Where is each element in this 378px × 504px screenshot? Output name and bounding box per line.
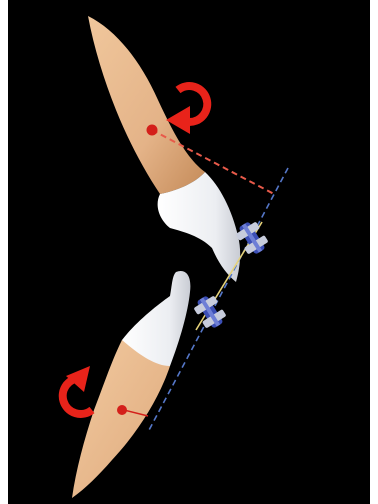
lower-bracket-icon (191, 292, 228, 332)
upper-tooth (88, 16, 240, 282)
upper-rotation-arrow-icon (166, 86, 207, 134)
lower-rotation-arrow-icon (63, 366, 92, 414)
upper-center-of-rotation-icon (147, 125, 158, 136)
upper-tooth-root (88, 16, 205, 194)
lower-center-of-rotation-icon (117, 405, 127, 415)
